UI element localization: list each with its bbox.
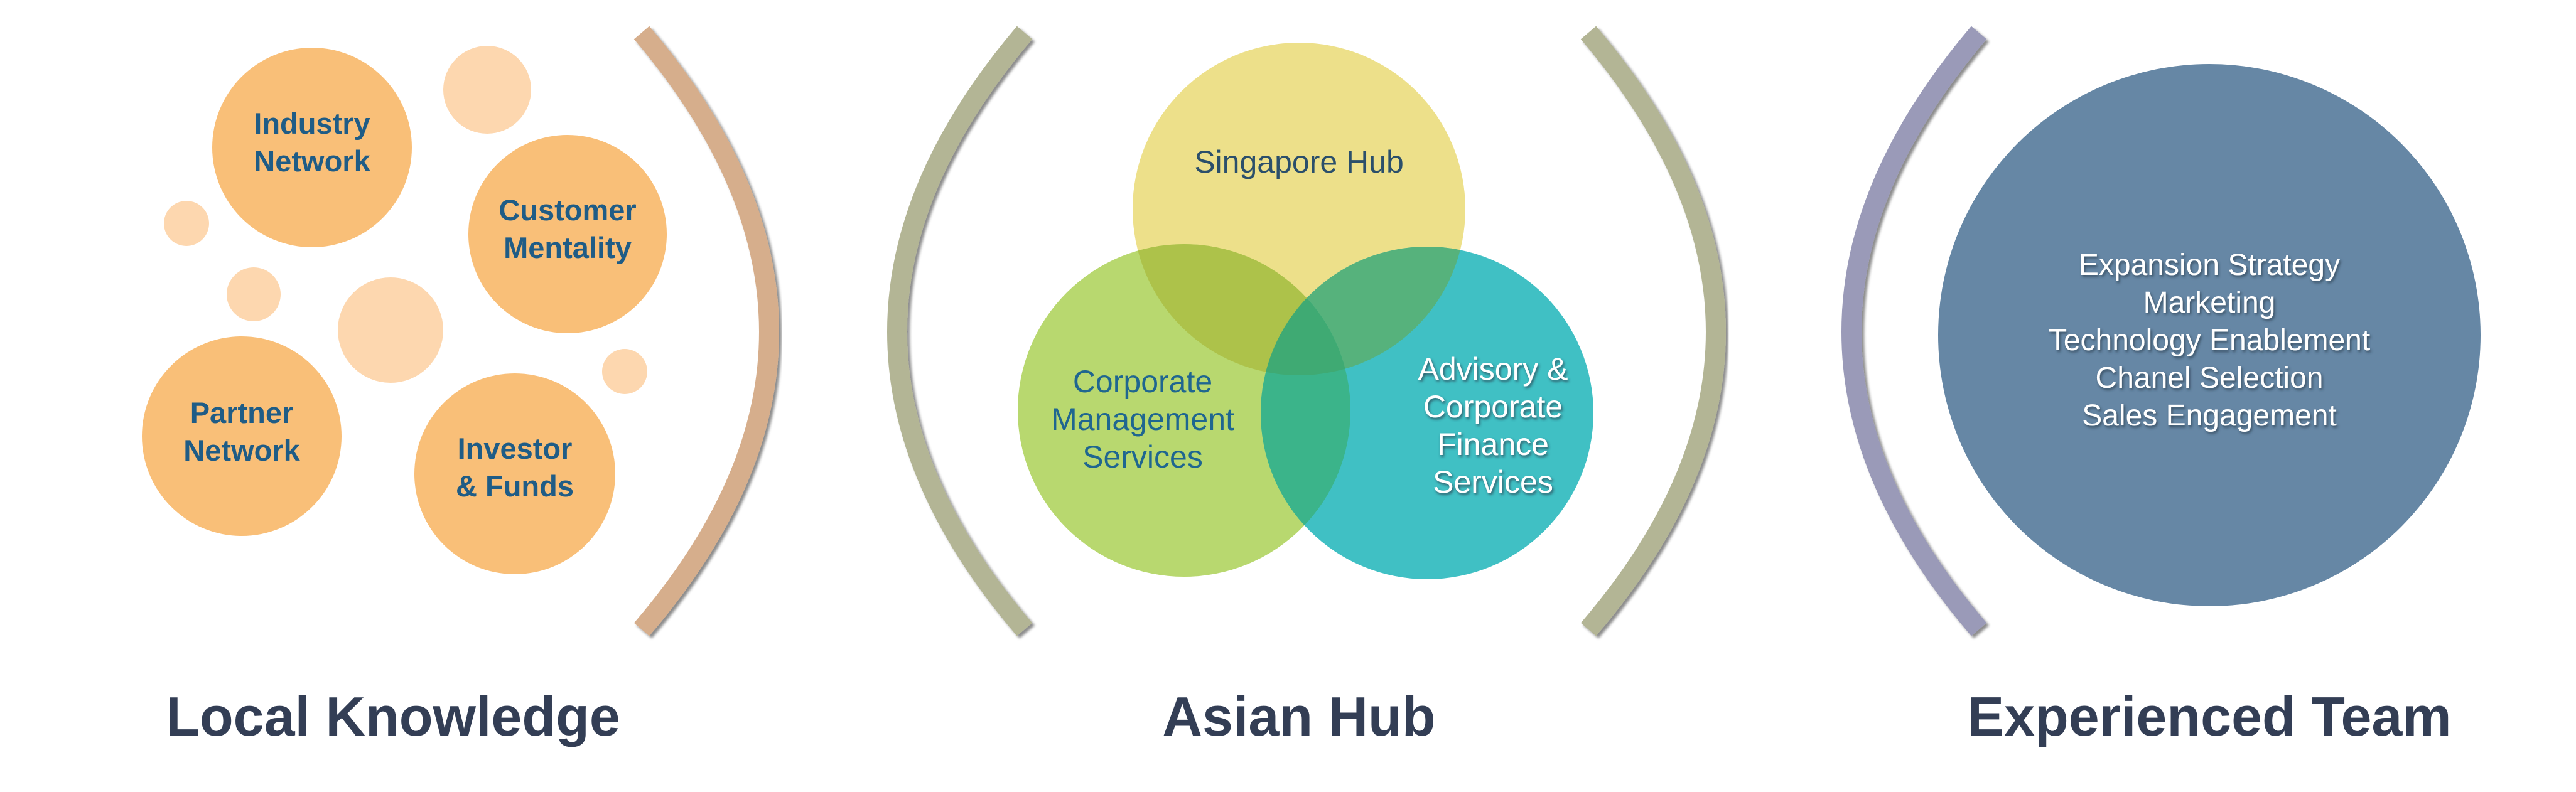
svg-text:Services: Services (1082, 439, 1203, 474)
team-circle (1938, 64, 2481, 606)
asian-hub-section: Singapore Hub Corporate Management Servi… (1018, 43, 1593, 747)
decor-bubble-center (338, 277, 443, 383)
experienced-team-section: Expansion Strategy Marketing Technology … (1938, 64, 2481, 747)
bubble-customer-mentality: Customer Mentality (468, 135, 667, 333)
svg-text:Partner: Partner (190, 396, 294, 429)
team-item: Technology Enablement (2049, 324, 2370, 357)
svg-text:Network: Network (183, 434, 300, 467)
team-items-list: Expansion Strategy Marketing Technology … (2049, 249, 2370, 432)
experienced-team-title: Experienced Team (1967, 685, 2451, 747)
team-item: Marketing (2143, 286, 2276, 319)
svg-text:Corporate: Corporate (1423, 389, 1563, 424)
local-knowledge-section: Industry Network Customer Mentality Part… (142, 46, 667, 747)
decor-bubble-mid-small (227, 267, 281, 321)
venn-label-singapore-hub: Singapore Hub (1194, 144, 1404, 179)
bubble-industry-network: Industry Network (212, 48, 412, 247)
svg-text:Network: Network (254, 144, 370, 178)
svg-text:Services: Services (1433, 464, 1553, 500)
bubble-investor-funds: Investor & Funds (414, 373, 615, 574)
decor-bubble-right-small (602, 349, 647, 394)
svg-text:& Funds: & Funds (456, 469, 574, 503)
bubble-partner-network: Partner Network (142, 336, 342, 536)
bracket-left-asian (887, 26, 1033, 636)
venn-overlap-yellow-teal (1261, 247, 1465, 375)
venn-label-advisory: Advisory & Corporate Finance Services (1418, 351, 1568, 500)
svg-text:Finance: Finance (1437, 427, 1549, 462)
svg-text:Industry: Industry (254, 107, 370, 140)
bracket-left-team (1841, 26, 1987, 636)
team-item: Sales Engagement (2082, 399, 2337, 432)
decor-bubble-left (164, 201, 209, 246)
svg-text:Management: Management (1051, 402, 1234, 437)
svg-text:Investor: Investor (458, 432, 573, 465)
team-item: Expansion Strategy (2079, 249, 2340, 282)
decor-bubble-top (443, 46, 531, 134)
local-knowledge-title: Local Knowledge (166, 685, 620, 747)
svg-text:Mentality: Mentality (504, 231, 632, 264)
venn-label-corporate: Corporate Management Services (1051, 364, 1234, 474)
bracket-right-asian (1580, 26, 1726, 636)
team-item: Chanel Selection (2096, 361, 2324, 395)
bracket-right-local (633, 26, 779, 636)
asian-hub-title: Asian Hub (1162, 685, 1435, 747)
venn-overlap-yellow-green (1133, 244, 1350, 375)
svg-text:Customer: Customer (498, 193, 636, 227)
svg-text:Advisory &: Advisory & (1418, 351, 1568, 387)
svg-text:Corporate: Corporate (1073, 364, 1212, 399)
